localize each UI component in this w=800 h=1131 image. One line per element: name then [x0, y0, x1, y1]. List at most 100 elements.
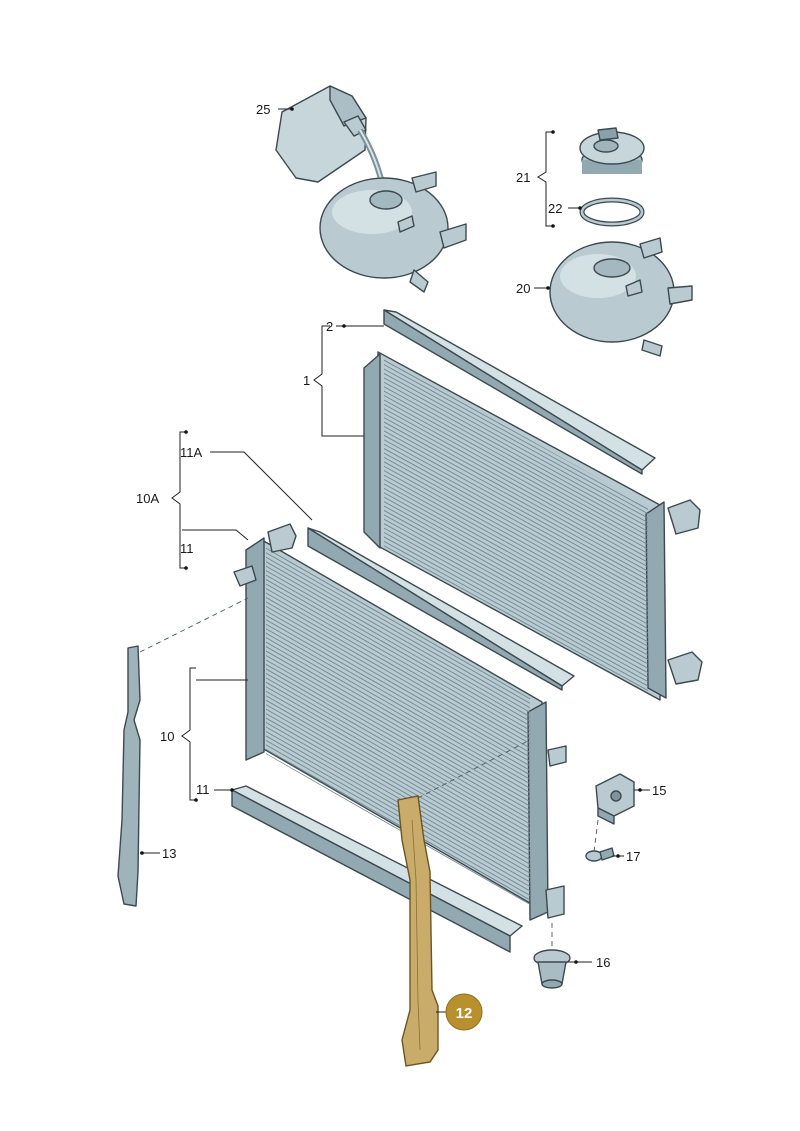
- radiator-fin-line: [266, 648, 530, 804]
- radiator-fin-line: [266, 634, 530, 790]
- radiator-fin-line: [384, 423, 648, 573]
- radiator-fin-line: [384, 406, 648, 555]
- radiator-fin-line: [266, 670, 530, 826]
- radiator-fin-line: [384, 538, 648, 688]
- radiator-fin-line: [266, 710, 530, 866]
- callout-22[interactable]: 22: [548, 201, 562, 216]
- radiator-fin-line: [266, 563, 530, 719]
- radiator-fin-line: [384, 428, 648, 578]
- alignment-lines: [139, 597, 599, 946]
- callout-17[interactable]: 17: [626, 849, 640, 864]
- callout-16[interactable]: 16: [596, 955, 610, 970]
- radiator-fin-line: [384, 379, 648, 529]
- radiator-fin-line: [384, 512, 648, 662]
- radiator-fin-line: [266, 675, 530, 830]
- radiator-fin-line: [266, 567, 530, 723]
- radiator-fin-line: [384, 463, 648, 613]
- radiator-fin-line: [266, 751, 530, 906]
- callout-13[interactable]: 13: [162, 846, 176, 861]
- callout-12-label: 12: [456, 1005, 473, 1022]
- radiator-fin-line: [384, 419, 648, 569]
- radiator-fin-line: [266, 679, 530, 835]
- coolant-bottle-part-25[interactable]: [275, 85, 389, 201]
- radiator-fin-line: [384, 401, 648, 551]
- radiator-fin-line: [266, 719, 530, 875]
- radiator-fin-line: [384, 494, 648, 644]
- screw-part-17[interactable]: [585, 847, 615, 862]
- callout-20[interactable]: 20: [516, 281, 530, 296]
- radiator-fin-line: [384, 384, 648, 533]
- radiator-fin-line: [384, 516, 648, 666]
- radiator-assembly-part-1[interactable]: [363, 351, 703, 701]
- radiator-fin-line: [266, 742, 530, 897]
- seal-strip-part-11A[interactable]: [307, 527, 575, 691]
- radiator-fin-line: [384, 503, 648, 653]
- callout-15[interactable]: 15: [652, 783, 666, 798]
- seal-strip-part-2[interactable]: [383, 309, 656, 475]
- radiator-fin-line: [266, 559, 530, 714]
- radiator-fin-line: [266, 626, 530, 781]
- radiator-fin-line: [266, 746, 530, 902]
- radiator-fin-line: [384, 450, 648, 600]
- bracket-part-15[interactable]: [595, 773, 635, 825]
- radiator-fin-line: [384, 410, 648, 560]
- radiator-fin-line: [384, 485, 648, 635]
- radiator-fin-line: [266, 706, 530, 862]
- callout-25[interactable]: 25: [256, 102, 270, 117]
- callout-2[interactable]: 2: [326, 319, 333, 334]
- radiator-fin-line: [266, 684, 530, 839]
- radiator-fin-line: [266, 550, 530, 705]
- expansion-tank-part-20[interactable]: [549, 237, 693, 357]
- radiator-fin-line: [384, 397, 648, 547]
- radiator-fin-line: [384, 388, 648, 538]
- cap-part-21[interactable]: [579, 127, 645, 174]
- callout-11-upper[interactable]: 11: [180, 541, 194, 556]
- radiator-fin-line: [384, 476, 648, 626]
- radiator-fin-line: [384, 441, 648, 591]
- radiator-fin-line: [266, 594, 530, 750]
- leader-lines: [140, 107, 650, 1013]
- radiator-fin-line: [266, 612, 530, 768]
- radiator-fin-line: [266, 657, 530, 813]
- radiator-fin-line: [384, 481, 648, 631]
- radiator-fin-line: [384, 525, 648, 675]
- radiator-fin-line: [266, 737, 530, 893]
- radiator-fin-line: [266, 554, 530, 710]
- radiator-fin-line: [384, 445, 648, 595]
- radiator-fin-line: [266, 693, 530, 848]
- callout-12-badge[interactable]: 12: [445, 993, 483, 1031]
- radiator-part-10[interactable]: [233, 523, 567, 921]
- radiator-fin-line: [384, 507, 648, 657]
- radiator-fin-line: [384, 370, 648, 520]
- radiator-fin-line: [384, 468, 648, 617]
- radiator-fin-line: [384, 415, 648, 564]
- radiator-fin-line: [266, 666, 530, 822]
- radiator-fin-line: [384, 543, 648, 692]
- air-guide-part-12-highlighted[interactable]: [397, 795, 439, 1067]
- radiator-fin-line: [384, 490, 648, 639]
- radiator-fin-line: [266, 701, 530, 857]
- callout-10[interactable]: 10: [160, 729, 174, 744]
- radiator-fin-line: [266, 643, 530, 799]
- air-guide-part-13[interactable]: [117, 645, 141, 907]
- rubber-mount-part-16[interactable]: [533, 949, 571, 989]
- radiator-fin-line: [266, 652, 530, 808]
- radiator-fin-line: [384, 521, 648, 670]
- radiator-fin-line: [384, 362, 648, 511]
- callout-11-lower[interactable]: 11: [196, 782, 210, 797]
- callout-10A[interactable]: 10A: [136, 491, 159, 506]
- expansion-tank-left[interactable]: [319, 171, 467, 293]
- radiator-fin-line: [266, 581, 530, 737]
- radiator-fin-line: [266, 715, 530, 871]
- seal-ring-part-22[interactable]: [579, 197, 645, 227]
- radiator-fin-line: [384, 432, 648, 582]
- callout-labels: 25 21 22 20 2 1 11A 10A 11 10 11 13 15 1…: [136, 102, 666, 970]
- callout-21[interactable]: 21: [516, 170, 530, 185]
- callout-11A[interactable]: 11A: [180, 445, 202, 460]
- radiator-fin-line: [266, 661, 530, 817]
- radiator-fin-line: [384, 375, 648, 525]
- callout-1[interactable]: 1: [303, 373, 310, 388]
- radiator-fin-line: [266, 590, 530, 746]
- radiator-fin-line: [266, 617, 530, 772]
- radiator-fin-line: [384, 529, 648, 679]
